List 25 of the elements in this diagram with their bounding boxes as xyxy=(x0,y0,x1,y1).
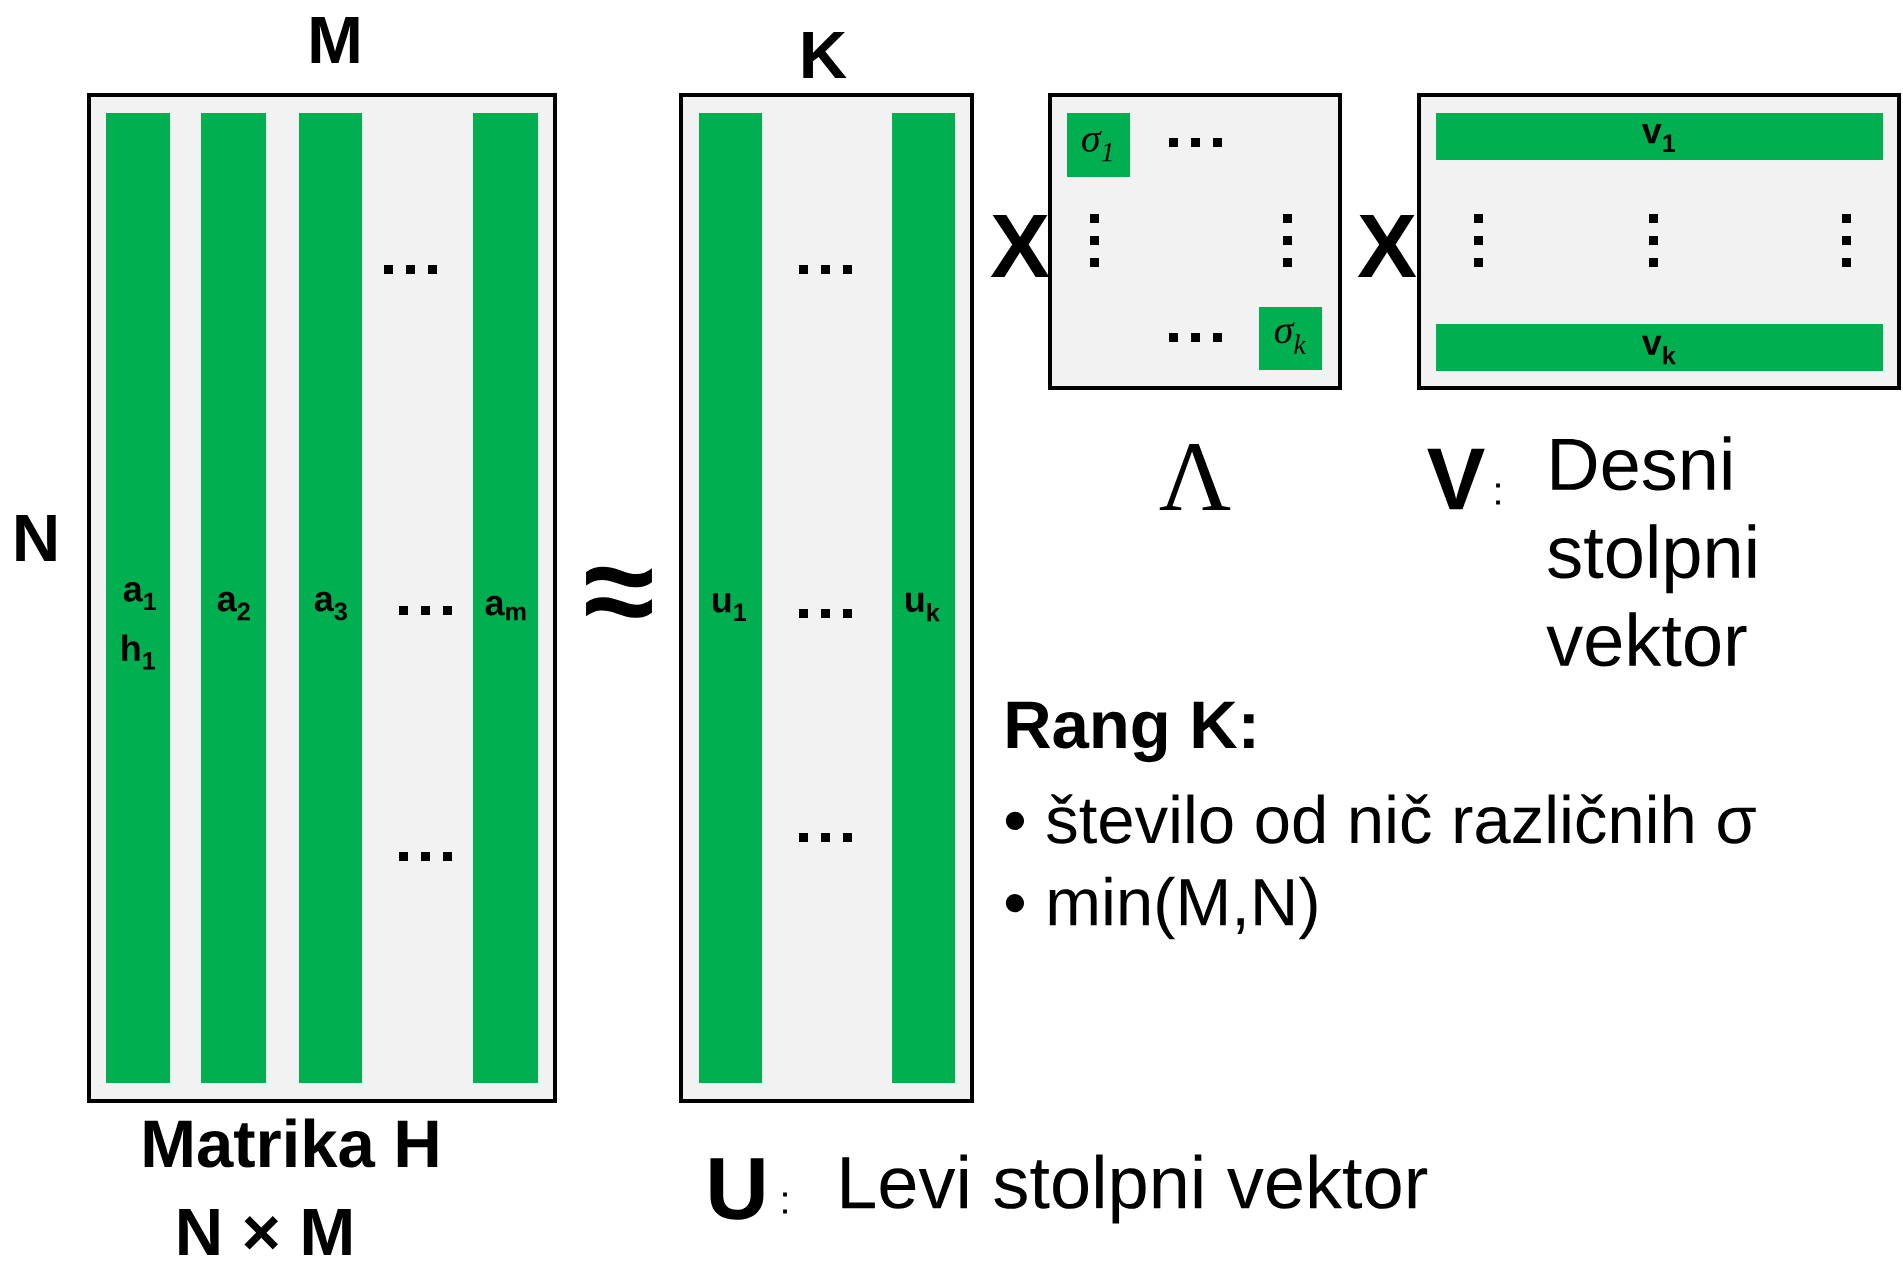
column-bar: u$_{1}$ xyxy=(699,113,762,1083)
colon: : xyxy=(1496,483,1500,505)
matrix-title: Matrika H xyxy=(144,1118,438,1168)
row-bar: v$_{k}$ xyxy=(1436,324,1883,371)
matrix-description: Desni stolpni vektor xyxy=(1546,436,1756,667)
matrix-size-label: N × M xyxy=(179,1208,351,1256)
matrix-cell: σ$_{1}$ xyxy=(1067,113,1130,177)
multiply-sign: X xyxy=(1357,215,1417,277)
matrix-dimension-label: M xyxy=(311,16,359,64)
matrix-symbol: Λ xyxy=(1159,444,1231,510)
matrix-cell: σ$_{k}$ xyxy=(1259,307,1322,370)
column-bar: a$_{3}$ xyxy=(299,113,362,1083)
column-bar: a$_{2}$ xyxy=(201,113,266,1083)
matrix-description: Levi stolpni vektor xyxy=(842,1154,1428,1224)
matrix-dimension-label: N xyxy=(16,514,56,562)
matrix-symbol: U xyxy=(710,1158,764,1220)
column-bar: a$_{1}$ h$_{1}$ xyxy=(106,113,170,1083)
matrix-symbol: V xyxy=(1427,448,1485,510)
matrix-dimension-label: K xyxy=(803,31,847,79)
row-bar: v$_{1}$ xyxy=(1436,113,1883,160)
multiply-sign: X xyxy=(990,215,1050,277)
colon: : xyxy=(783,1192,787,1214)
column-bar: u$_{k}$ xyxy=(892,113,955,1083)
approx-sign: ≈ xyxy=(586,566,652,618)
column-bar: a$_{m}$ xyxy=(473,113,538,1083)
